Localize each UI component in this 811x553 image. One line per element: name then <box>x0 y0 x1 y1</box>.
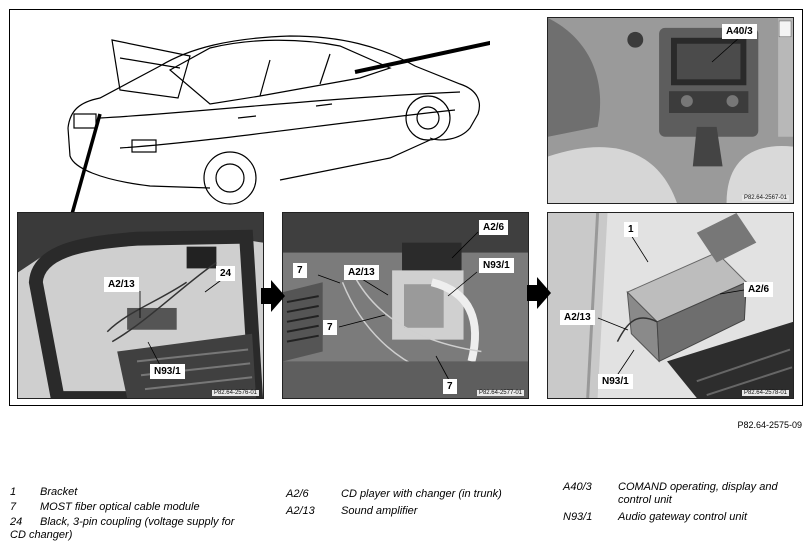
legend-item: 24 Black, 3-pin coupling (voltage supply… <box>10 516 250 542</box>
legend-text: Audio gateway control unit <box>618 511 748 523</box>
photo-code: P82.64-2567-01 <box>741 195 789 201</box>
callout-n93-1: N93/1 <box>479 258 514 273</box>
callout-7: 7 <box>293 263 307 278</box>
arrow-right-icon <box>261 280 285 312</box>
photo-code: P82.64-2578-01 <box>741 390 789 396</box>
legend-column-3: A40/3 COMAND operating, display and cont… <box>563 481 803 526</box>
trunk-left-photo: P82.64-2576-01 <box>17 212 264 399</box>
legend-key: A2/13 <box>286 505 315 517</box>
arrow-right-icon <box>527 277 551 309</box>
figure-code: P82.64-2575-09 <box>737 420 802 430</box>
legend-text: Bracket <box>40 486 78 498</box>
legend-item: 1 Bracket <box>10 486 250 499</box>
callout-a40-3: A40/3 <box>722 24 757 39</box>
legend-item: 7 MOST fiber optical cable module <box>10 501 250 514</box>
callout-24: 24 <box>216 266 236 281</box>
legend-key: 1 <box>10 486 17 498</box>
car-illustration <box>67 35 490 215</box>
legend-key: A2/6 <box>286 488 309 500</box>
callout-1: 1 <box>624 222 638 237</box>
callout-7: 7 <box>443 379 457 394</box>
legend-column-1: 1 Bracket 7 MOST fiber optical cable mod… <box>10 486 250 544</box>
callout-a2-6: A2/6 <box>744 282 774 297</box>
legend-key: A40/3 <box>563 481 592 493</box>
cockpit-photo: P82.64-2567-01 <box>547 17 794 204</box>
legend-key: 24 <box>10 516 23 528</box>
legend-item: A40/3 COMAND operating, display and cont… <box>563 481 803 507</box>
photo-code: P82.64-2577-01 <box>476 390 524 396</box>
legend-item: N93/1 Audio gateway control unit <box>563 511 803 524</box>
legend-text: Sound amplifier <box>341 505 418 517</box>
legend-key: N93/1 <box>563 511 593 523</box>
callout-a2-13: A2/13 <box>560 310 595 325</box>
callout-a2-13: A2/13 <box>344 265 379 280</box>
callout-n93-1: N93/1 <box>150 364 185 379</box>
callout-7: 7 <box>323 320 337 335</box>
legend-text: MOST fiber optical cable module <box>40 501 200 513</box>
legend-column-2: A2/6 CD player with changer (in trunk) A… <box>286 488 506 520</box>
legend-item: A2/13 Sound amplifier <box>286 505 506 518</box>
legend-item: A2/6 CD player with changer (in trunk) <box>286 488 506 501</box>
callout-n93-1: N93/1 <box>598 374 633 389</box>
trunk-right-photo: P82.64-2578-01 <box>547 212 794 399</box>
legend-text: Black, 3-pin coupling (voltage supply fo… <box>10 516 235 541</box>
legend-key: 7 <box>10 501 17 513</box>
callout-a2-13: A2/13 <box>104 277 139 292</box>
trunk-middle-photo: P82.64-2577-01 <box>282 212 529 399</box>
photo-code: P82.64-2576-01 <box>211 390 259 396</box>
legend-text: COMAND operating, display and control un… <box>618 481 778 506</box>
callout-a2-6: A2/6 <box>479 220 509 235</box>
legend-text: CD player with changer (in trunk) <box>341 488 502 500</box>
